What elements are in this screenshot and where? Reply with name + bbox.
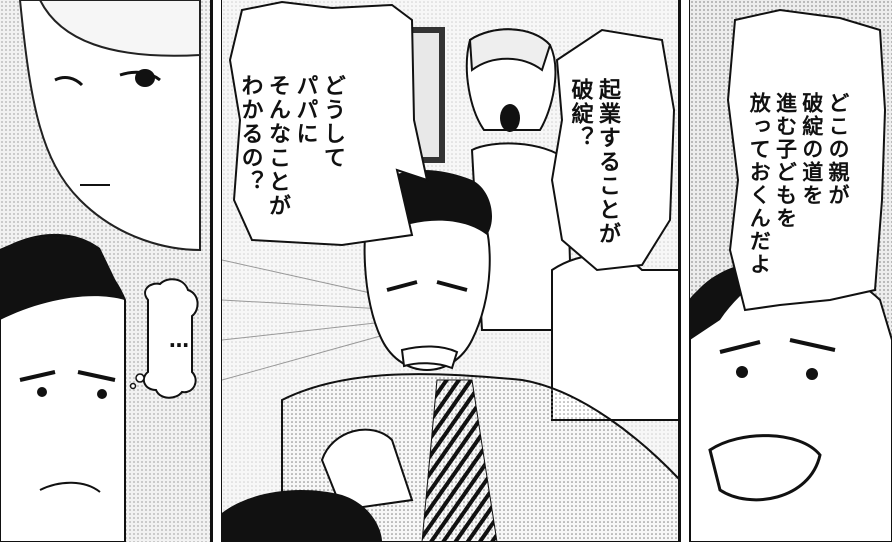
- thought-bubble-shape: [129, 278, 199, 399]
- foreground-head-illustration: [222, 490, 382, 542]
- girl-face-illustration: [18, 0, 201, 252]
- father-face-illustration: [0, 233, 126, 542]
- father-shouting-illustration: [690, 259, 892, 542]
- panel-left-art: [0, 0, 212, 542]
- woman-illustration: [465, 28, 574, 331]
- panel-right: どこの親が 破綻の道を 進む子どもを 放っておくんだよ: [690, 0, 892, 542]
- woman-speech-bubble-shape: [550, 28, 676, 272]
- panel-middle: どうして パパに そんなことが わかるの？ 起業することが 破綻？: [222, 0, 680, 542]
- panel-right-art: [690, 0, 892, 542]
- panel-left: …: [0, 0, 212, 542]
- father-speech-bubble-shape: [726, 8, 887, 312]
- father-speech-text: どこの親が 破綻の道を 進む子どもを 放っておくんだよ: [747, 92, 850, 276]
- thought-dots-text: …: [167, 328, 191, 352]
- son-speech-bubble-shape: [228, 0, 429, 247]
- woman-speech-text: 起業することが 破綻？: [567, 78, 621, 246]
- man-in-suit-illustration: [281, 170, 680, 542]
- son-speech-text: どうして パパに そんなことが わかるの？: [237, 74, 346, 218]
- panel-middle-art: [222, 0, 680, 542]
